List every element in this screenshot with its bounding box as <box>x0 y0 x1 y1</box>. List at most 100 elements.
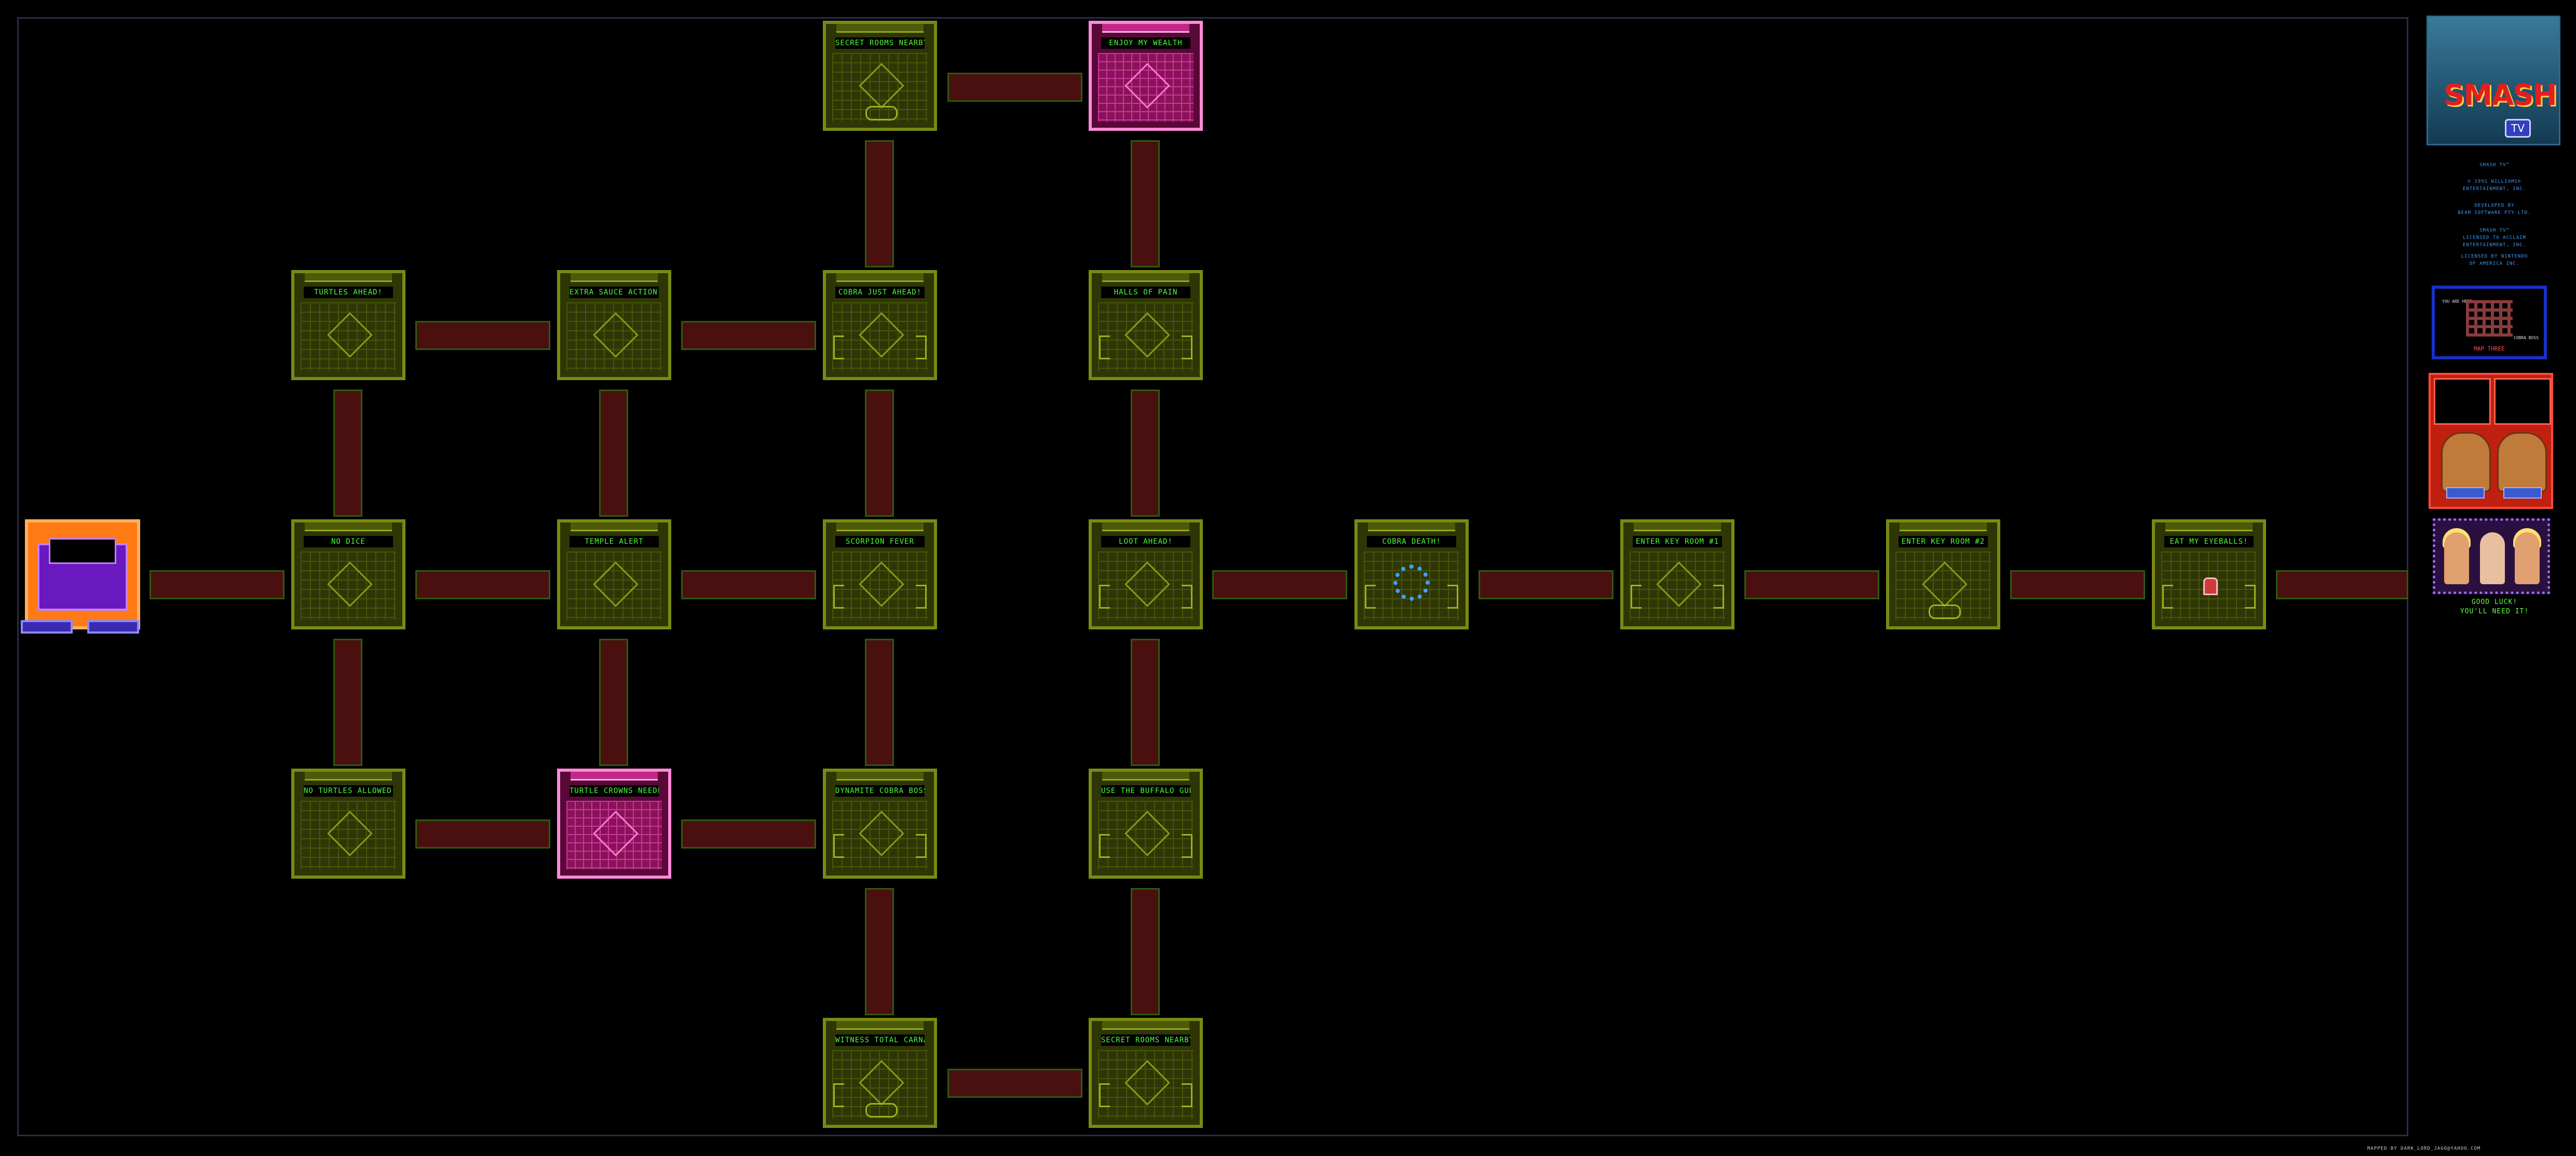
room-loot-ahead[interactable]: LOOT AHEAD! <box>1089 519 1203 629</box>
room-no-turtles-allowed[interactable]: NO TURTLES ALLOWED! <box>291 769 405 879</box>
corridor <box>1131 140 1160 267</box>
arena-contestants-picture <box>2429 373 2553 509</box>
room-door <box>2245 585 2256 609</box>
room-floor <box>566 801 662 869</box>
corridor <box>333 389 362 517</box>
credits-line: DEVELOPED BY <box>2474 203 2515 208</box>
room-floor <box>832 552 928 620</box>
room-floor <box>566 302 662 371</box>
room-door <box>916 585 927 609</box>
room-turtles-ahead[interactable]: TURTLES AHEAD! <box>291 270 405 380</box>
room-cap <box>571 522 658 531</box>
room-door <box>865 106 898 120</box>
room-title: COBRA DEATH! <box>1367 536 1456 547</box>
room-door <box>833 585 844 609</box>
minimap: YOU ARE HERE COBRA BOSS MAP THREE <box>2432 286 2547 359</box>
start-room[interactable] <box>25 519 140 629</box>
corridor <box>947 1069 1082 1098</box>
room-door <box>1099 1083 1110 1107</box>
room-cap <box>1102 1021 1189 1030</box>
corridor <box>865 140 894 267</box>
room-title: EXTRA SAUCE ACTION! <box>570 287 659 298</box>
corridor <box>681 570 816 599</box>
room-cap <box>571 273 658 282</box>
room-halls-of-pain[interactable]: HALLS OF PAIN <box>1089 270 1203 380</box>
room-scorpion-fever[interactable]: SCORPION FEVER <box>823 519 937 629</box>
room-enjoy-my-wealth[interactable]: ENJOY MY WEALTH <box>1089 21 1203 131</box>
credits-line: LICENSED TO ACCLAIM <box>2463 235 2526 240</box>
corridor <box>2010 570 2145 599</box>
room-cap <box>836 24 924 33</box>
room-enter-key-room-1[interactable]: ENTER KEY ROOM #1 <box>1620 519 1734 629</box>
room-no-dice[interactable]: NO DICE <box>291 519 405 629</box>
room-floor <box>1630 552 1725 620</box>
room-door <box>2162 585 2173 609</box>
logo-word: SMASH <box>2444 78 2557 112</box>
room-title: NO TURTLES ALLOWED! <box>304 785 393 797</box>
room-door <box>1365 585 1376 609</box>
start-room-console <box>49 538 116 564</box>
host-picture <box>2433 518 2550 594</box>
room-cap <box>836 522 924 531</box>
room-title: ENTER KEY ROOM #2 <box>1899 536 1988 547</box>
room-door <box>916 335 927 359</box>
corridor <box>1744 570 1879 599</box>
room-door <box>833 1083 844 1107</box>
corridor <box>599 639 628 766</box>
contestant-pad <box>2446 487 2485 499</box>
corridor <box>333 639 362 766</box>
room-floor <box>832 801 928 869</box>
room-title: HALLS OF PAIN <box>1101 287 1190 298</box>
room-door <box>1713 585 1724 609</box>
room-temple-alert[interactable]: TEMPLE ALERT <box>557 519 671 629</box>
sidebar: SMASH TV SMASH TV™ © 1991 WILLIAMS® ENTE… <box>2424 16 2565 623</box>
room-title: TURTLE CROWNS NEEDED <box>570 785 659 797</box>
room-secret-rooms-nearby-top[interactable]: SECRET ROOMS NEARBY! <box>823 21 937 131</box>
room-eat-my-eyeballs[interactable]: EAT MY EYEBALLS! <box>2152 519 2266 629</box>
room-floor <box>832 53 928 122</box>
corridor <box>1479 570 1614 599</box>
contestant-figure <box>2497 432 2547 492</box>
good-luck-text: GOOD LUCK! <box>2471 598 2518 606</box>
credits-line: LICENSED BY NINTENDO <box>2461 254 2528 259</box>
room-cap <box>571 772 658 781</box>
corridor <box>415 819 550 849</box>
credits-line: ENTERTAINMENT, INC. <box>2463 186 2526 192</box>
room-door <box>833 335 844 359</box>
corridor <box>150 570 284 599</box>
room-cap <box>305 522 392 531</box>
room-title: TEMPLE ALERT <box>570 536 659 547</box>
room-turtle-crowns-needed[interactable]: TURTLE CROWNS NEEDED <box>557 769 671 879</box>
room-title: USE THE BUFFALO GUN <box>1101 785 1190 797</box>
corridor <box>599 389 628 517</box>
logo-tv: TV <box>2505 119 2531 138</box>
player-icon <box>2203 577 2218 595</box>
room-dynamite-cobra-boss[interactable]: DYNAMITE COBRA BOSS <box>823 769 937 879</box>
arena-screen-right <box>2494 378 2551 425</box>
room-floor <box>1098 53 1194 122</box>
room-cobra-just-ahead[interactable]: COBRA JUST AHEAD! <box>823 270 937 380</box>
room-cap <box>1634 522 1721 531</box>
host-figure <box>2515 532 2540 584</box>
room-use-the-buffalo-gun[interactable]: USE THE BUFFALO GUN <box>1089 769 1203 879</box>
room-floor <box>1098 552 1194 620</box>
room-secret-rooms-nearby-bottom[interactable]: SECRET ROOMS NEARBY! <box>1089 1018 1203 1128</box>
minimap-label: MAP THREE <box>2474 345 2505 352</box>
room-witness-total-carnage[interactable]: WITNESS TOTAL CARNAGE <box>823 1018 937 1128</box>
entrance-arrow-right-icon <box>87 620 139 634</box>
minimap-boss-label: COBRA BOSS <box>2513 335 2539 340</box>
room-enter-key-room-2[interactable]: ENTER KEY ROOM #2 <box>1886 519 2000 629</box>
room-cap <box>1900 522 1987 531</box>
room-door <box>1099 585 1110 609</box>
room-cobra-death[interactable]: COBRA DEATH! <box>1354 519 1469 629</box>
mapped-by-credit: MAPPED BY DARK_LORD_JAGO@YAHOO.COM <box>2367 1146 2481 1151</box>
contestant-pad <box>2503 487 2542 499</box>
room-cap <box>1368 522 1455 531</box>
credits-line: SMASH TV™ <box>2479 163 2510 168</box>
corridor <box>415 570 550 599</box>
room-cap <box>836 273 924 282</box>
room-title: ENTER KEY ROOM #1 <box>1633 536 1722 547</box>
corridor <box>1131 639 1160 766</box>
room-extra-sauce-action[interactable]: EXTRA SAUCE ACTION! <box>557 270 671 380</box>
smash-tv-logo: SMASH TV <box>2426 16 2560 145</box>
